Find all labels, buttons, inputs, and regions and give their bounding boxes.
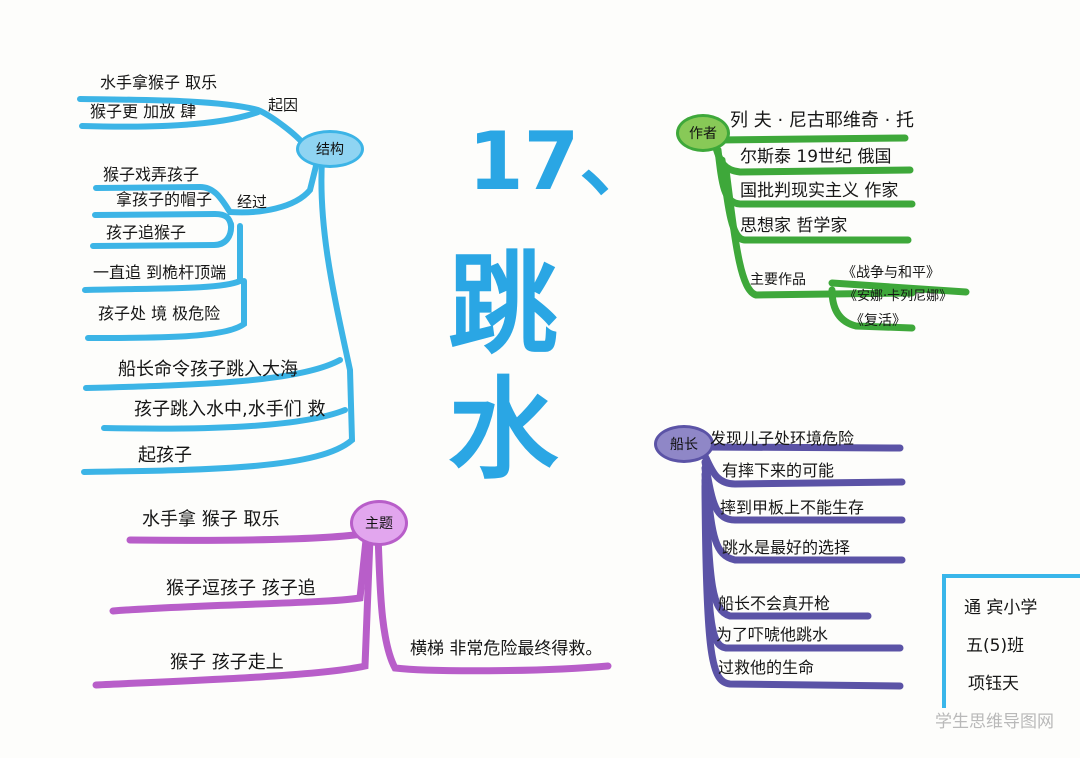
structure-process-item: 孩子追猴子 <box>106 223 187 242</box>
hub-captain: 船长 <box>654 425 714 463</box>
author-works-label: 主要作品 <box>750 272 806 288</box>
captain-item: 为了吓唬他跳水 <box>716 625 829 644</box>
captain-item: 跳水是最好的选择 <box>722 538 851 557</box>
author-item: 思想家 哲学家 <box>740 216 848 236</box>
theme-item: 猴子 孩子走上 <box>170 652 284 673</box>
captain-item: 发现儿子处环境危险 <box>710 429 855 448</box>
signature-name: 项钰天 <box>968 674 1019 694</box>
structure-result-item: 孩子跳入水中,水手们 救 <box>134 399 326 420</box>
author-item: 列 夫 · 尼古耶维奇 · 托 <box>730 110 915 131</box>
theme-branches <box>92 530 612 689</box>
structure-process-item: 一直追 到桅杆顶端 <box>93 263 227 282</box>
structure-process-item: 孩子处 境 极危险 <box>98 304 221 323</box>
captain-item: 船长不会真开枪 <box>718 594 831 613</box>
author-item: 尔斯泰 19世纪 俄国 <box>740 147 892 167</box>
structure-branches <box>77 96 356 475</box>
author-work: 《安娜·卡列尼娜》 <box>844 289 953 304</box>
hub-theme: 主题 <box>350 500 408 546</box>
title-char-1: 跳 <box>448 241 558 369</box>
title-number: 17、 <box>468 115 660 208</box>
signature-box: 通 宾小学 五(5)班 项钰天 <box>942 574 1080 708</box>
theme-item: 水手拿 猴子 取乐 <box>142 509 280 530</box>
captain-item: 摔到甲板上不能生存 <box>720 498 865 517</box>
structure-cause-label: 起因 <box>268 96 299 114</box>
signature-class: 五(5)班 <box>966 636 1025 656</box>
structure-process-item: 猴子戏弄孩子 <box>103 165 200 184</box>
captain-item: 过救他的生命 <box>718 658 815 677</box>
author-work: 《战争与和平》 <box>842 265 940 281</box>
author-work: 《复活》 <box>850 313 906 329</box>
hub-author: 作者 <box>676 114 730 152</box>
structure-process-item: 拿孩子的帽子 <box>116 190 213 209</box>
structure-cause-item: 水手拿猴子 取乐 <box>100 73 218 92</box>
structure-process-label: 经过 <box>237 193 268 211</box>
hub-structure: 结构 <box>296 130 364 168</box>
title-char-2: 水 <box>448 366 558 494</box>
captain-branches <box>696 443 906 690</box>
captain-item: 有摔下来的可能 <box>722 461 835 480</box>
signature-school: 通 宾小学 <box>964 598 1038 618</box>
author-item: 国批判现实主义 作家 <box>740 181 899 201</box>
structure-result-item: 船长命令孩子跳入大海 <box>118 359 298 380</box>
structure-cause-item: 猴子更 加放 肆 <box>90 102 197 121</box>
author-branches <box>711 134 970 332</box>
theme-conclusion: 横梯 非常危险最终得救。 <box>410 639 603 659</box>
theme-item: 猴子逗孩子 孩子追 <box>166 578 316 599</box>
watermark: 学生思维导图网 <box>935 712 1054 732</box>
structure-result-item: 起孩子 <box>138 445 192 466</box>
